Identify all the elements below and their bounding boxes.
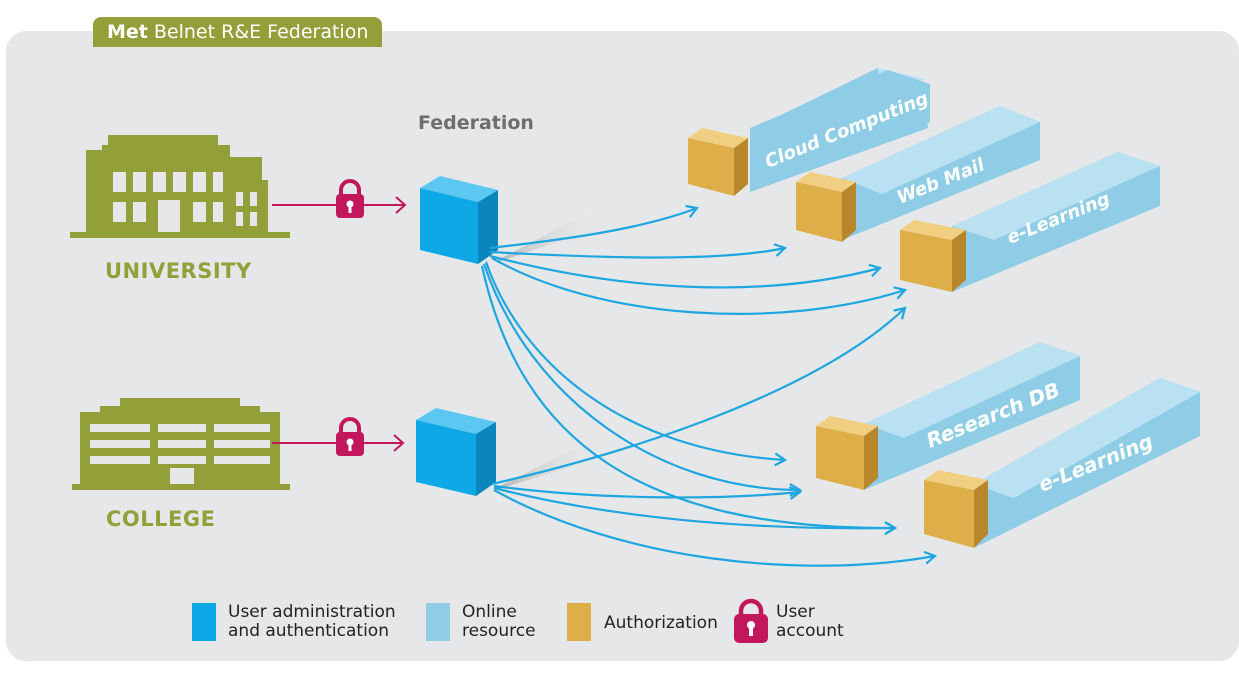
legend-authorization: Authorization (604, 613, 718, 633)
banner-logo: Met (107, 21, 148, 43)
legend-swatch-user-admin (192, 603, 216, 641)
university-building-icon (70, 135, 290, 238)
resource-bar-e-learning-2 (924, 378, 1200, 548)
lock-icon (336, 179, 364, 218)
institution-label-college: COLLEGE (106, 507, 216, 531)
institution-label-university: UNIVERSITY (105, 259, 252, 283)
banner-title: Belnet R&E Federation (153, 21, 369, 43)
legend-swatch-online-resource (426, 603, 450, 641)
legend-online-resource: Online resource (462, 602, 536, 641)
legend-lock-icon (734, 598, 768, 643)
resource-bar-research-db (816, 342, 1080, 490)
resource-bar-e-learning (900, 152, 1160, 292)
resource-bar-web-mail (796, 106, 1040, 242)
legend-user-account: User account (776, 602, 844, 641)
university-federation-box (420, 176, 600, 264)
legend-user-admin: User administration and authentication (228, 602, 396, 641)
federation-label: Federation (418, 112, 534, 134)
federation-arrows (480, 204, 938, 567)
legend-swatch-authorization (567, 603, 591, 641)
lock-icon (336, 417, 364, 456)
college-building-icon (72, 398, 290, 490)
resource-bar-cloud-computing (688, 68, 930, 196)
background-panel (6, 31, 1239, 661)
